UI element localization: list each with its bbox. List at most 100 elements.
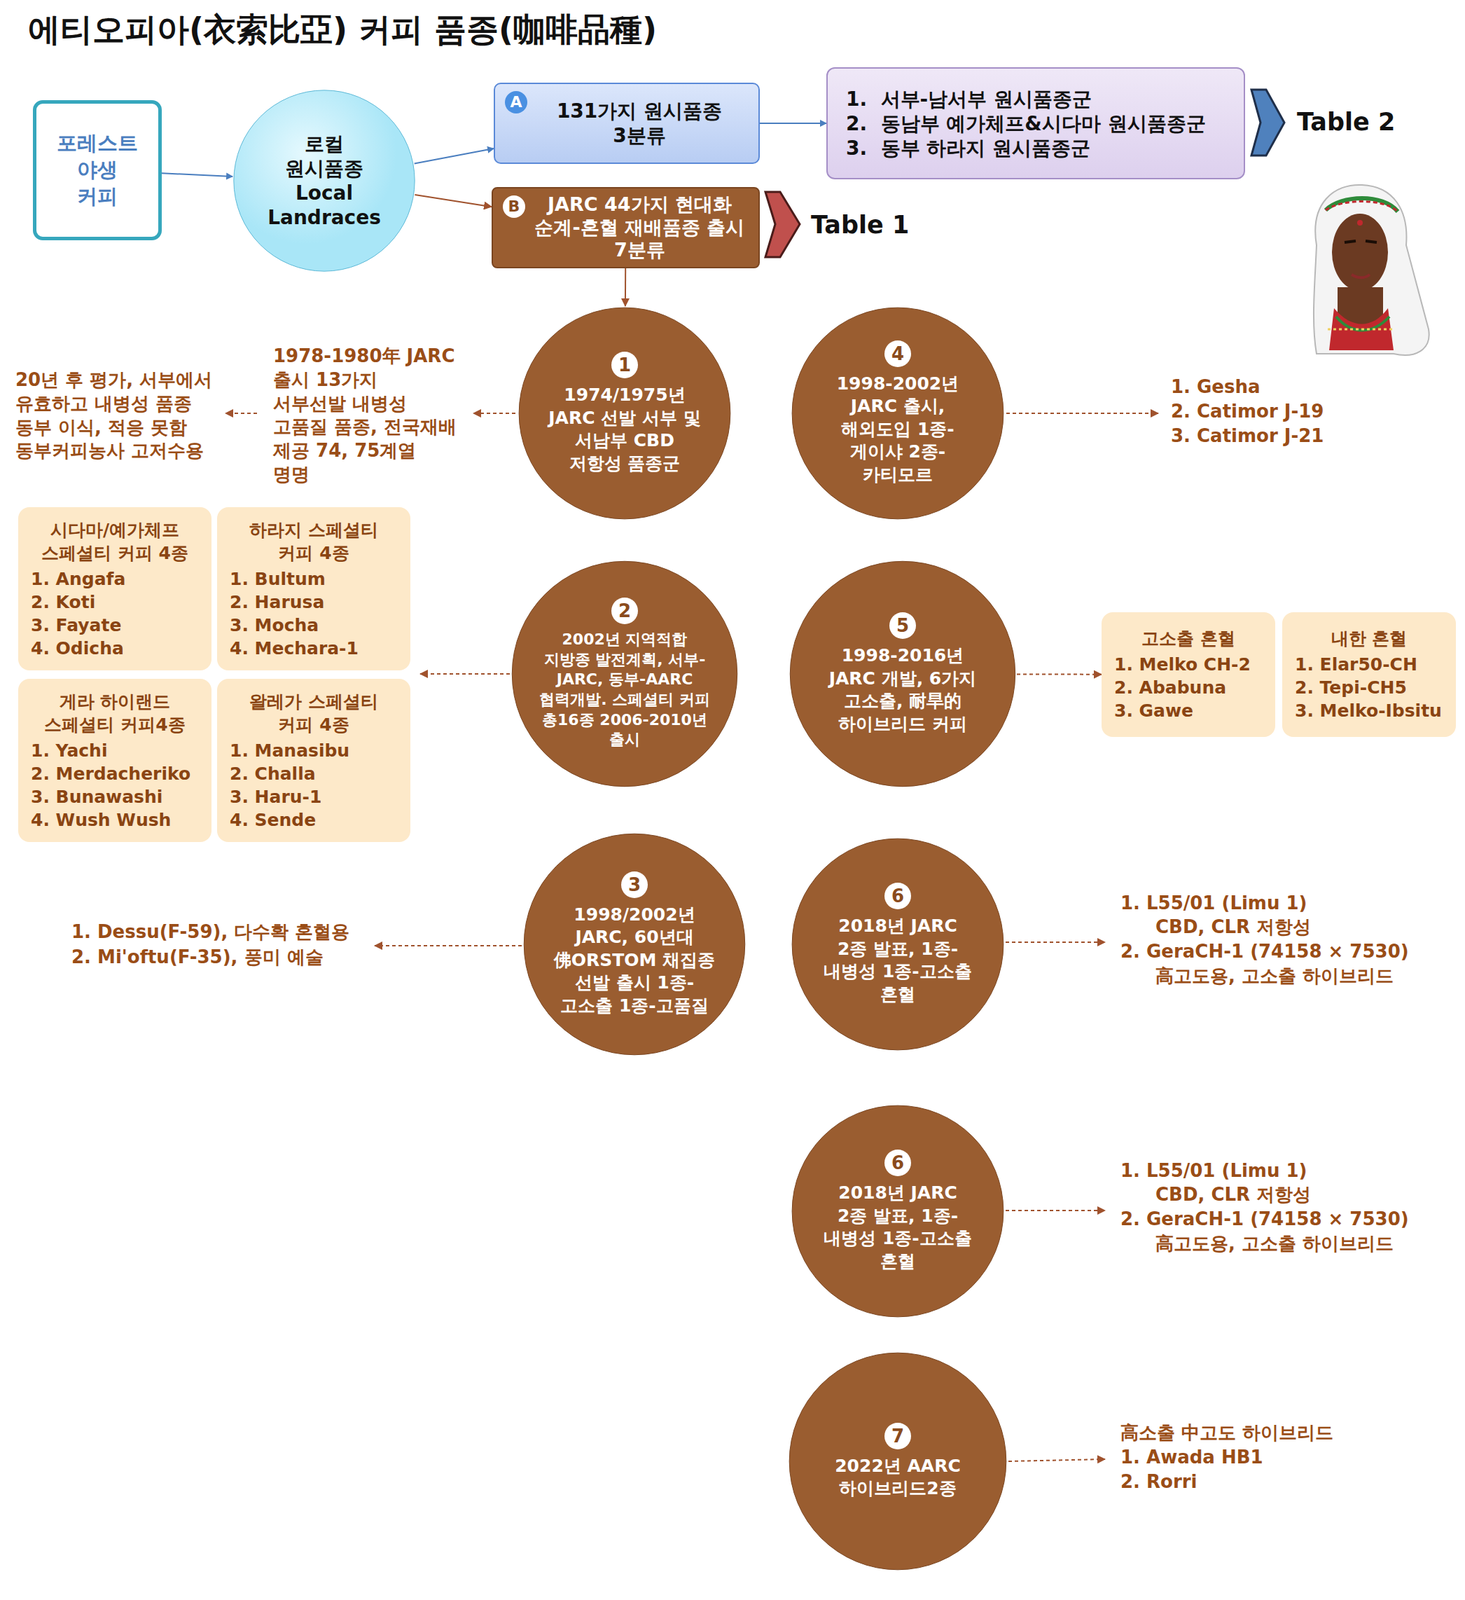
callout-letter: A [504,91,528,114]
callout-letter: B [502,195,526,218]
node-text: 2. Koti [30,590,199,614]
connector-arrow [161,172,233,177]
variety-box: A 131가지 원시품종 3분류 [493,82,760,164]
node-text: 3. Melko-Ibsitu [1294,698,1444,722]
variety-box: 포레스트 야생 커피 [32,100,162,241]
variety-circle: 62018년 JARC 2종 발표, 1종-내병성 1종-고소출 혼혈 [790,1103,1005,1318]
callout-number: 6 [884,882,912,909]
connector-arrow [624,268,627,307]
annotation: 1. Awada HB1 [1120,1445,1264,1470]
annotation: 3. Catimor J-21 [1170,424,1324,449]
leader-arrow [473,412,516,414]
node-text: 1998/2002년 JARC, 60년대 佛ORSTOM 채집종 선발 출시 … [553,903,716,1018]
node-text: 시다마/예가체프 스페셜티 커피 4종 [30,518,199,565]
table-arrow [765,191,800,258]
callout-number: 1 [611,351,638,379]
node-text: 3. Mocha [229,613,398,637]
variety-box: 시다마/예가체프 스페셜티 커피 4종1. Angafa2. Koti3. Fa… [18,507,212,671]
annotation: 高소출 中고도 하이브리드 [1120,1420,1334,1445]
variety-circle: 2 2002년 지역적합 지방종 발전계획, 서부-JARC, 동부-AARC 협… [510,559,739,788]
variety-box: BJARC 44가지 현대화 순계-혼혈 재배품종 출시 7분류 [491,186,760,269]
annotation: 2. GeraCH-1 (74158 × 7530) [1120,939,1409,964]
leader-arrow [1005,1209,1106,1211]
node-text: 3. Bunawashi [30,785,199,809]
node-text: 2022년 AARC 하이브리드2종 [818,1454,977,1501]
node-text: 4. Sende [229,808,398,832]
node-text: 2. Ababuna [1114,675,1263,699]
node-text: 1. Melko CH-2 [1114,652,1263,676]
annotation: 1. Dessu(F-59), 다수확 혼혈용 [71,920,350,944]
node-text: 2. Challa [229,761,398,786]
node-text: 로컬 원시품종 Local Landraces [267,131,381,230]
variety-box: 왈레가 스페셜티 커피 4종1. Manasibu2. Challa3. Har… [217,678,411,842]
leader-arrow [374,944,522,947]
node-text: 4. Odicha [30,636,199,660]
variety-circle: 7 2022년 AARC 하이브리드2종 [787,1350,1008,1571]
node-text: 2. Harusa [229,590,398,614]
annotation: 2. GeraCH-1 (74158 × 7530) [1120,1207,1409,1232]
node-text: 고소출 혼혈 [1114,626,1263,650]
annotation: 1978-1980年 JARC 출시 13가지 서부선발 내병성 고품질 품종,… [273,344,457,487]
node-text: 1. Elar50-CH [1294,652,1444,676]
annotation: 1. L55/01 (Limu 1) [1120,1158,1308,1183]
node-text: 포레스트 야생 커피 [56,130,138,210]
callout-number: 5 [889,612,916,639]
node-text: 1998-2016년 JARC 개발, 6가지 고소출, 耐旱的 하이브리드 커… [819,644,987,736]
annotation: 高고도용, 고소출 하이브리드 [1155,964,1394,989]
node-text: 4. Mechara-1 [229,636,398,660]
node-text: 131가지 원시품종 3분류 [534,98,745,148]
annotation: 高고도용, 고소출 하이브리드 [1155,1231,1394,1256]
variety-box: 1. 서부-남서부 원시품종군2. 동남부 예가체프&시다마 원시품종군3. 동… [826,67,1246,180]
node-text: 3. Fayate [30,613,199,637]
node-text: 1. 서부-남서부 원시품종군 [845,86,1226,112]
annotation: 2. Rorri [1120,1469,1197,1494]
annotation: 20년 후 평가, 서부에서 유효하고 내병성 품종 동부 이식, 적응 못함 … [15,368,226,463]
table-label: Table 2 [1296,106,1395,139]
node-text: 1. Angafa [30,567,199,591]
title: 에티오피아(衣索比亞) 커피 품종(咖啡品種) [28,8,657,52]
woman-illustration [1313,184,1430,356]
node-text: 4. Wush Wush [30,808,199,832]
node-text: 1. Manasibu [229,738,398,762]
node-text: 3. Haru-1 [229,785,398,809]
leader-arrow [1006,412,1159,414]
connector-arrow [414,194,492,207]
callout-number: 3 [621,871,648,898]
circle-shape [232,88,416,273]
annotation: 1. Gesha [1170,375,1261,400]
connector-arrow [759,122,827,124]
variety-circle: 5 1998-2016년 JARC 개발, 6가지 고소출, 耐旱的 하이브리드 … [788,559,1017,788]
node-text: 2002년 지역적합 지방종 발전계획, 서부-JARC, 동부-AARC 협력… [538,629,711,751]
node-text: 게라 하이랜드 스페셜티 커피4종 [30,689,199,737]
variety-circle: 6 2018년 JARC 2종 발표, 1종-내병성 1종-고소출 혼혈 [790,836,1005,1052]
node-text: 2018년 JARC 2종 발표, 1종-내병성 1종-고소출 혼혈 [821,914,975,1006]
annotation: CBD, CLR 저항성 [1155,915,1311,940]
variety-box: 하라지 스페셜티 커피 4종1. Bultum2. Harusa3. Mocha… [217,507,411,671]
node-text: 하라지 스페셜티 커피 4종 [229,518,398,565]
table-arrow [1251,89,1285,156]
callout-number: 2 [611,597,638,624]
variety-circle: 41998-2002년 JARC 출시, 해외도입 1종-게이샤 2종-카티모르 [790,306,1005,521]
leader-arrow [1005,941,1106,943]
annotation: 1. L55/01 (Limu 1) [1120,891,1308,916]
annotation: 2. Catimor J-19 [1170,399,1324,424]
variety-box: 게라 하이랜드 스페셜티 커피4종1. Yachi2. Merdacheriko… [18,678,212,842]
callout-number: 7 [884,1422,912,1449]
node-text: 1. Bultum [229,567,398,591]
variety-circle: 11974/1975년 JARC 선발 서부 및 서남부 CBD 저항성 품종군 [517,306,732,521]
node-text: 3. Gawe [1114,698,1263,722]
node-text: 2. Merdacheriko [30,761,199,786]
node-text: 왈레가 스페셜티 커피 4종 [229,689,398,737]
node-text: 1. Yachi [30,738,199,762]
annotation: 2. Mi'oftu(F-35), 풍미 예술 [71,945,324,970]
variety-box: 고소출 혼혈1. Melko CH-22. Ababuna3. Gawe [1101,612,1276,737]
variety-circle: 3 1998/2002년 JARC, 60년대 佛ORSTOM 채집종 선발 출시… [522,831,747,1057]
connector-arrow [414,148,494,164]
callout-number: 4 [884,340,912,367]
node-text: 2. Tepi-CH5 [1294,675,1444,699]
connector-arrow [1016,672,1102,675]
node-text: 3. 동부 하라지 원시품종군 [845,135,1226,161]
node-text: 내한 혼혈 [1294,626,1444,650]
variety-box: 내한 혼혈1. Elar50-CH2. Tepi-CH53. Melko-Ibs… [1282,612,1456,737]
